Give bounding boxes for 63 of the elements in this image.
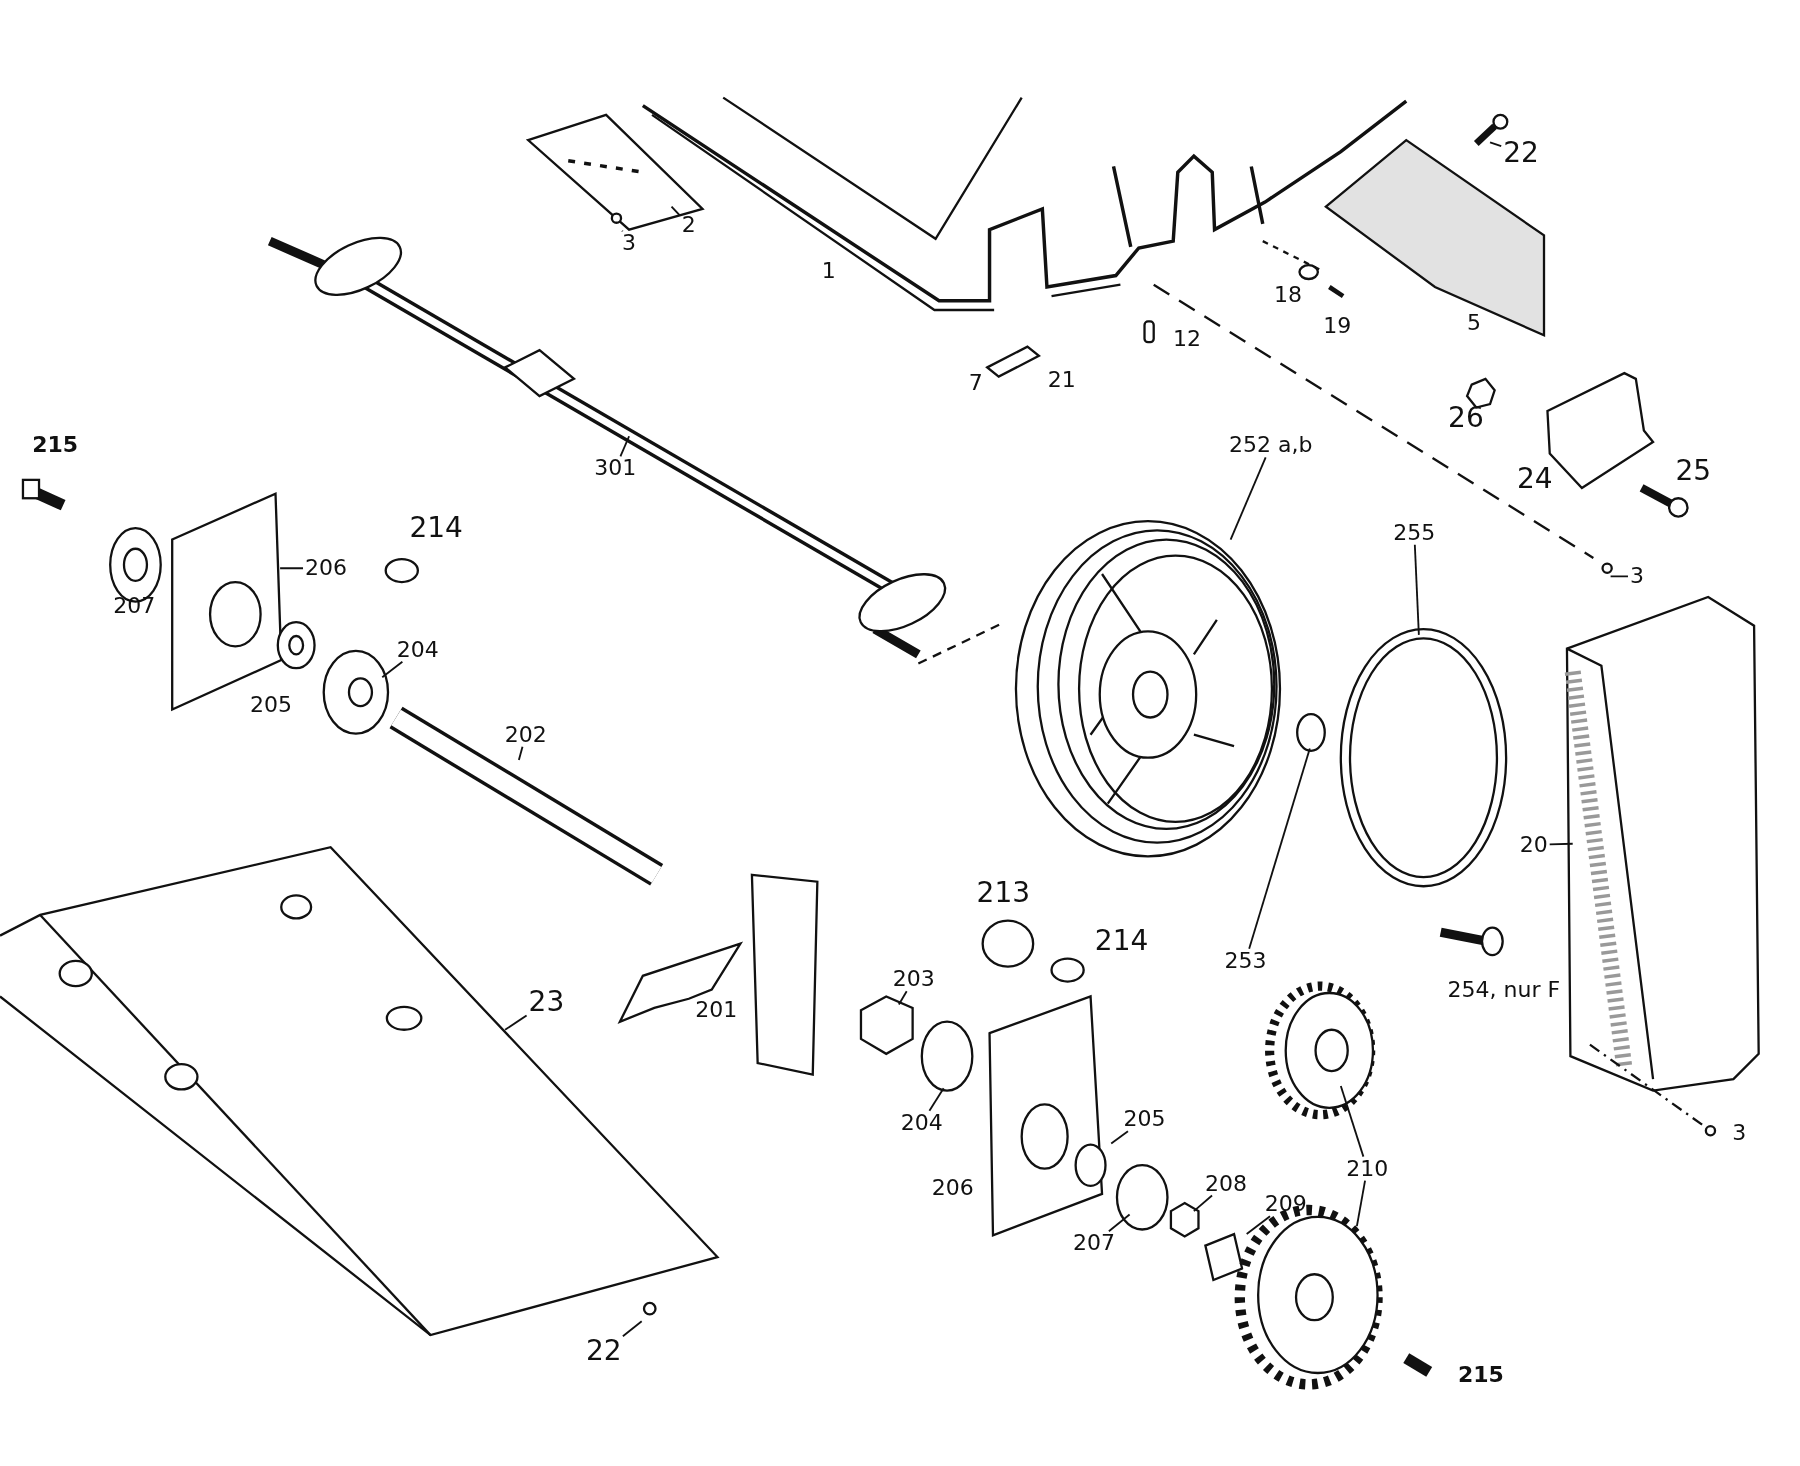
leader-line (1245, 1215, 1271, 1235)
callout-number: 203 (890, 967, 937, 992)
callout-number: 215 (1456, 1363, 1505, 1388)
leader-line (621, 1320, 643, 1338)
callout-number: 213 (975, 878, 1032, 909)
callout-number: 3 (620, 231, 639, 256)
leader-line (928, 1087, 945, 1112)
callout-number: 206 (930, 1176, 975, 1201)
callout-number: 205 (248, 692, 293, 717)
leader-line (897, 990, 908, 1006)
callout-number: 7 (967, 371, 984, 396)
callout-number: 207 (1071, 1231, 1117, 1256)
callout-number: 201 (694, 998, 739, 1023)
callout-number: 209 (1262, 1192, 1309, 1217)
callout-number: 23 (526, 987, 567, 1018)
leader-line (1339, 1085, 1365, 1158)
leader-line (504, 1014, 528, 1031)
callout-number: 26 (1447, 402, 1485, 433)
callout-number: 3 (1731, 1121, 1748, 1146)
callout-number: 18 (1273, 283, 1303, 307)
callout-number: 255 (1391, 520, 1438, 545)
callout-number: 2 (679, 213, 698, 237)
callout-number: 252 a,b (1227, 433, 1315, 458)
callout-number: 206 (303, 556, 349, 581)
callout-number: 204 (898, 1110, 945, 1135)
callout-number: 205 (1121, 1107, 1168, 1132)
leader-line (1229, 456, 1267, 541)
callout-number: 301 (592, 456, 639, 481)
callout-number: 24 (1516, 463, 1554, 494)
leader-line (517, 745, 524, 761)
callout-number: 214 (1093, 926, 1150, 957)
callout-number: 214 (408, 513, 464, 544)
leader-line (1355, 1179, 1366, 1227)
leader-line (1248, 747, 1311, 950)
callout-number: 1 (820, 258, 837, 283)
callout-number: 254, nur F (1446, 977, 1562, 1002)
leader-line (1110, 1130, 1129, 1145)
callout-number: 19 (1322, 314, 1353, 338)
leader-line (1548, 842, 1574, 846)
leader-line (619, 435, 630, 458)
leader-line (1609, 575, 1629, 578)
leader-line (1413, 543, 1420, 636)
leader-line (279, 567, 304, 570)
callout-number: 25 (1674, 455, 1713, 486)
callout-number: 3 (1628, 564, 1646, 589)
callout-number: 208 (1203, 1171, 1249, 1196)
leader-line (1107, 1213, 1131, 1233)
callout-number: 21 (1046, 367, 1077, 392)
leader-line (670, 205, 681, 217)
leader-line (1489, 141, 1503, 147)
leader-line (381, 660, 404, 679)
leader-line (1192, 1194, 1213, 1213)
callout-number: 210 (1344, 1156, 1391, 1181)
callout-number: 204 (394, 637, 441, 662)
callout-number: 215 (31, 433, 80, 458)
callout-number: 22 (584, 1336, 624, 1367)
callout-number: 5 (1465, 310, 1482, 335)
callout-number: 22 (1501, 137, 1541, 168)
callout-number: 253 (1222, 948, 1269, 973)
exploded-view-drawing (0, 96, 1760, 1390)
callout-number: 20 (1517, 832, 1550, 857)
callout-number: 12 (1172, 326, 1202, 351)
callout-number: 202 (502, 722, 549, 747)
